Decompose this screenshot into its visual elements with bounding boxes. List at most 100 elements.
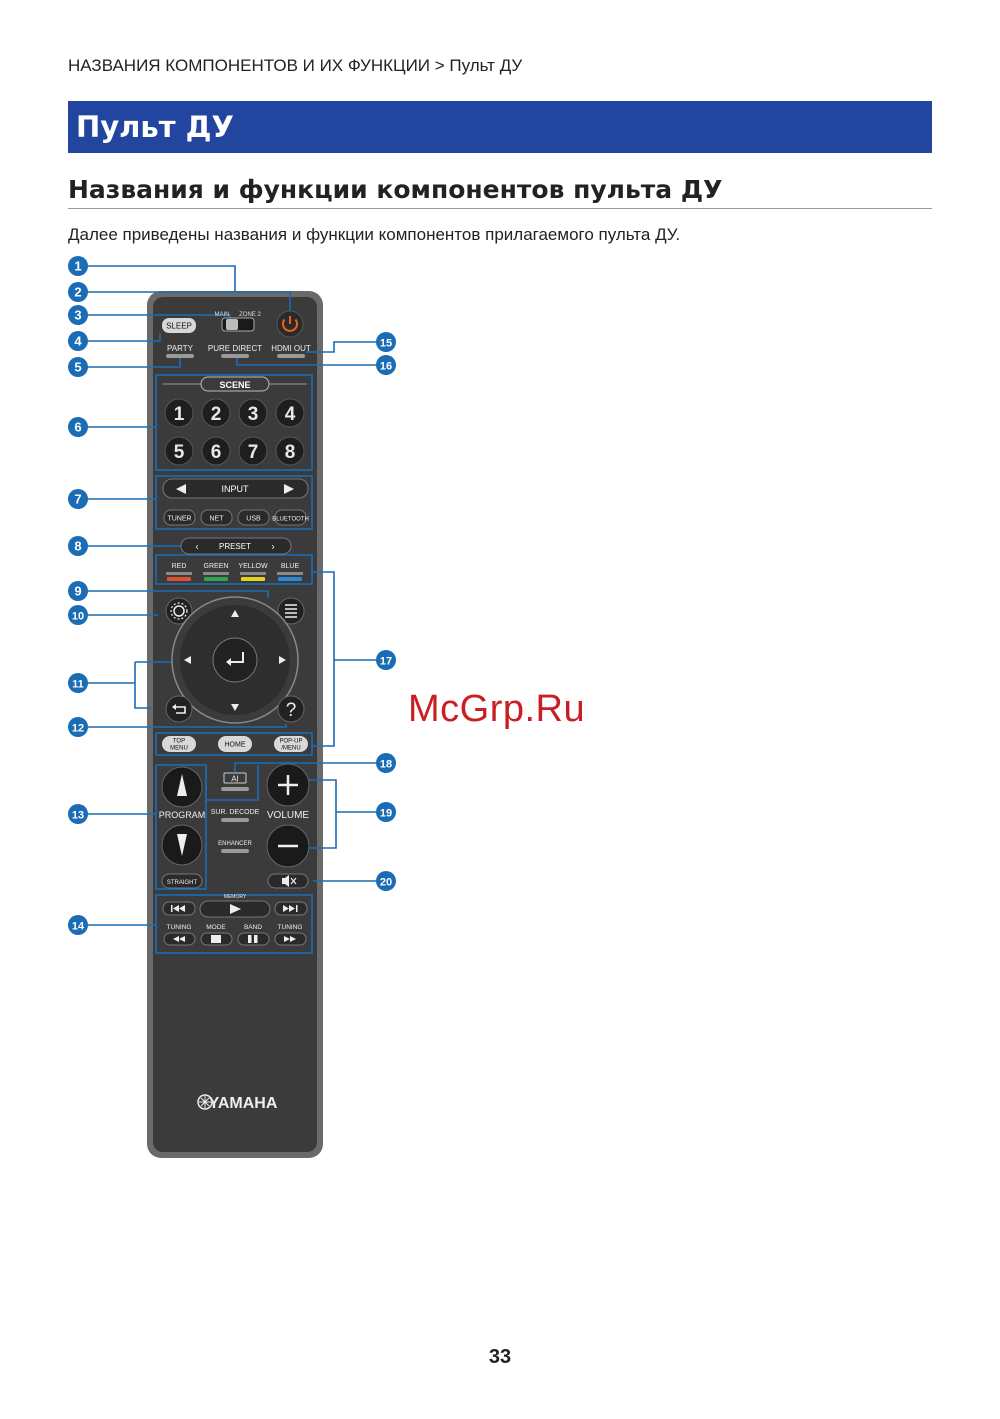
svg-text:PRESET: PRESET — [219, 542, 251, 551]
scene-button-2[interactable]: 2 — [201, 398, 231, 428]
scene-label: SCENE — [219, 380, 250, 390]
blue-button[interactable]: BLUE — [277, 563, 303, 581]
svg-text:7: 7 — [74, 492, 81, 507]
volume-label: VOLUME — [267, 810, 310, 821]
green-button[interactable]: GREEN — [203, 563, 229, 581]
svg-text:POP-UP: POP-UP — [279, 739, 302, 745]
svg-text:13: 13 — [72, 810, 84, 822]
svg-text:3: 3 — [74, 308, 81, 323]
callout-10: 10 — [68, 605, 88, 625]
svg-text:SLEEP: SLEEP — [166, 322, 192, 331]
input-left-icon — [176, 484, 186, 494]
callout-3: 3 — [68, 305, 88, 325]
preset-right-icon: › — [271, 542, 274, 553]
power-button[interactable] — [276, 310, 304, 338]
page-title: Пульт ДУ — [76, 110, 234, 144]
option-button[interactable] — [277, 597, 305, 625]
svg-text:YELLOW: YELLOW — [238, 563, 268, 570]
play-button[interactable] — [199, 900, 271, 918]
scene-button-5[interactable]: 5 — [164, 436, 194, 466]
svg-text:TUNER: TUNER — [167, 516, 191, 523]
skip-forward-icon — [283, 905, 298, 912]
input-selector[interactable]: INPUT — [162, 478, 309, 499]
callout-5: 5 — [68, 357, 88, 377]
svg-text:8: 8 — [285, 442, 296, 463]
callout-lines — [87, 265, 376, 954]
setup-button[interactable] — [165, 597, 193, 625]
mute-button[interactable] — [267, 873, 309, 889]
mute-icon — [282, 875, 289, 887]
svg-text:USB: USB — [246, 516, 261, 523]
yamaha-emblem-icon — [197, 1094, 213, 1110]
scene-button-3[interactable]: 3 — [238, 398, 268, 428]
memory-label: MEMORY — [224, 894, 247, 900]
svg-text:5: 5 — [174, 442, 185, 463]
stop-button[interactable] — [200, 932, 233, 946]
program-up-button[interactable] — [161, 766, 203, 808]
svg-text:/MENU: /MENU — [281, 746, 300, 752]
return-button[interactable] — [165, 695, 193, 723]
svg-text:BLUETOOTH: BLUETOOTH — [272, 517, 309, 523]
hdmi-out-label: HDMI OUT — [271, 344, 311, 353]
enhancer-button[interactable] — [221, 849, 249, 853]
ai-button[interactable]: AI — [221, 772, 249, 791]
svg-text:2: 2 — [74, 285, 81, 300]
home-button[interactable]: HOME — [218, 736, 252, 752]
breadcrumb: НАЗВАНИЯ КОМПОНЕНТОВ И ИХ ФУНКЦИИ > Пуль… — [68, 56, 523, 75]
left-arrow-icon — [184, 656, 191, 664]
skip-back-button[interactable] — [162, 901, 196, 916]
svg-text:INPUT: INPUT — [222, 484, 250, 494]
top-menu-button[interactable]: TOP MENU — [162, 736, 196, 752]
yellow-button[interactable]: YELLOW — [238, 563, 268, 581]
mode-label: MODE — [206, 924, 226, 931]
volume-down-button[interactable] — [266, 824, 310, 868]
remote-figure: 1 2 3 4 5 6 7 8 9 10 11 12 13 14 15 16 1… — [60, 250, 420, 1165]
svg-text:3: 3 — [248, 404, 259, 425]
section-heading: Названия и функции компонентов пульта ДУ — [68, 175, 932, 209]
help-button[interactable]: ? — [277, 695, 305, 723]
callout-15: 15 — [376, 332, 396, 352]
sleep-button[interactable]: SLEEP — [162, 318, 196, 333]
svg-text:18: 18 — [380, 759, 392, 771]
program-down-button[interactable] — [161, 824, 203, 866]
hdmi-out-button[interactable] — [277, 354, 305, 358]
tuning-left-label: TUNING — [167, 924, 192, 931]
scene-button-6[interactable]: 6 — [201, 436, 231, 466]
skip-forward-button[interactable] — [274, 901, 308, 916]
svg-text:16: 16 — [380, 361, 392, 373]
scene-button-8[interactable]: 8 — [275, 436, 305, 466]
right-arrow-icon — [279, 656, 286, 664]
svg-text:10: 10 — [72, 611, 84, 623]
tuner-button[interactable]: TUNER — [163, 509, 196, 526]
svg-text:RED: RED — [172, 563, 187, 570]
pause-button[interactable] — [237, 932, 270, 946]
volume-up-button[interactable] — [266, 763, 310, 807]
scene-button-4[interactable]: 4 — [275, 398, 305, 428]
svg-text:5: 5 — [74, 360, 81, 375]
skip-back-icon — [171, 905, 185, 912]
rewind-button[interactable] — [163, 932, 196, 946]
svg-text:1: 1 — [174, 404, 185, 425]
zone-switch[interactable] — [221, 317, 255, 332]
bluetooth-button[interactable]: BLUETOOTH — [272, 509, 309, 526]
red-button[interactable]: RED — [166, 563, 192, 581]
preset-selector[interactable]: ‹ › PRESET — [180, 537, 292, 555]
fast-forward-button[interactable] — [274, 932, 307, 946]
enhancer-label: ENHANCER — [218, 841, 252, 847]
pure-direct-button[interactable] — [221, 354, 249, 358]
usb-button[interactable]: USB — [237, 509, 270, 526]
party-button[interactable] — [166, 354, 194, 358]
callout-13: 13 — [68, 804, 88, 824]
net-button[interactable]: NET — [200, 509, 233, 526]
scene-button-7[interactable]: 7 — [238, 436, 268, 466]
callout-19: 19 — [376, 802, 396, 822]
svg-text:9: 9 — [74, 584, 81, 599]
yamaha-logo: YAMAHA — [197, 1094, 278, 1112]
sur-decode-button[interactable] — [221, 818, 249, 822]
scene-button-1[interactable]: 1 — [164, 398, 194, 428]
svg-text:1: 1 — [74, 259, 81, 274]
popup-menu-button[interactable]: POP-UP /MENU — [274, 736, 308, 752]
program-label: PROGRAM — [159, 810, 206, 820]
enter-button[interactable] — [212, 637, 258, 683]
straight-button[interactable]: STRAIGHT — [161, 873, 203, 889]
